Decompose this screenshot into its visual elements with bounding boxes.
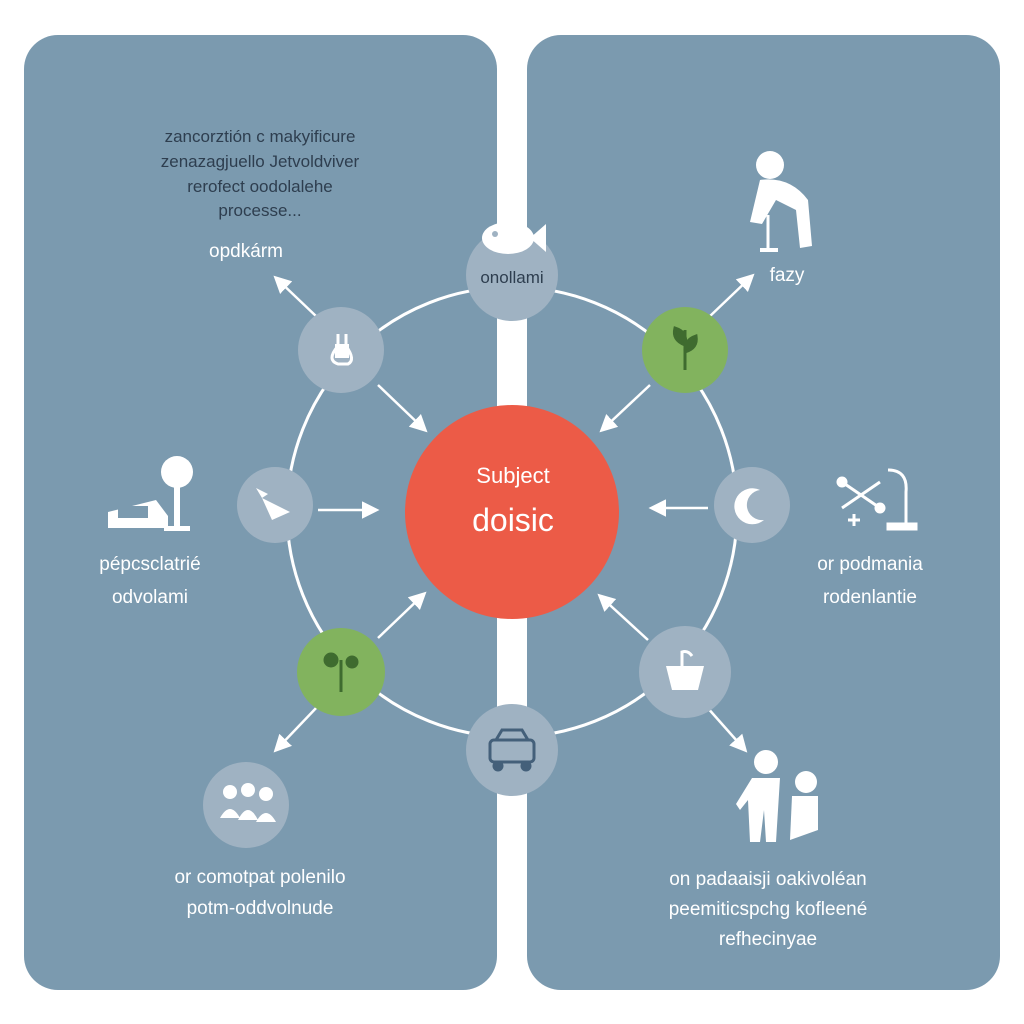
intro-line-3: rerofect oodolalehe [187, 177, 333, 196]
top-node [466, 229, 558, 321]
plant-icon [673, 326, 698, 370]
label-top-right: fazy [769, 265, 805, 286]
center-node [405, 405, 619, 619]
label-bottom-right-3: refhecinyae [718, 929, 818, 950]
label-bottom-left-1: or comotpat polenilo [174, 867, 346, 888]
outer-bottom-left-node [203, 762, 289, 848]
arrow-topright-to-center [599, 384, 651, 433]
label-mid-left-1: pépcsclatrié [99, 554, 201, 575]
flower-icon [323, 652, 359, 692]
arrow-topleft-to-center [377, 384, 428, 433]
basket-icon [666, 650, 704, 690]
label-mid-right-1: or podmania [817, 554, 923, 575]
center-label-small: Subject [476, 463, 550, 488]
child-figure-icon [750, 151, 812, 252]
center-label-large: doisic [472, 502, 554, 538]
inward-arrows [318, 322, 708, 698]
arrow-out-top-right [707, 273, 755, 319]
intro-line-1: zancorztión c makyificure [164, 127, 356, 146]
arrow-out-top-left [273, 275, 319, 319]
group-people-icon [220, 783, 276, 822]
top-node-label: onollami [480, 268, 544, 287]
tree-device-icon [108, 456, 193, 531]
label-mid-right-2: rodenlantie [822, 587, 918, 608]
flask-icon [330, 334, 353, 366]
carrot-icon [256, 488, 290, 520]
outward-arrows [273, 273, 755, 753]
intro-line-2: zenazagjuello Jetvoldviver [160, 152, 360, 171]
moon-icon [734, 488, 764, 525]
arrow-out-bottom-right [705, 705, 748, 753]
car-icon [488, 728, 536, 772]
arrow-out-bottom-left [273, 705, 319, 753]
fish-icon [482, 222, 546, 254]
label-bottom-left-2: potm-oddvolnude [186, 898, 334, 919]
caregiver-icon [736, 750, 818, 842]
node-bottom [466, 704, 558, 796]
arrow-bottomright-to-center [597, 593, 649, 641]
node-right [714, 467, 790, 543]
label-bottom-right-2: peemiticspchg kofleené [668, 899, 868, 920]
label-mid-left-2: odvolami [111, 587, 189, 608]
label-bottom-right-1: on padaaisji oakivoléan [669, 869, 867, 890]
molecule-lab-icon [836, 468, 918, 531]
label-top-left: opdkárm [209, 241, 283, 262]
arrow-bottomleft-to-center [377, 591, 427, 639]
intro-line-4: processe... [218, 201, 302, 220]
